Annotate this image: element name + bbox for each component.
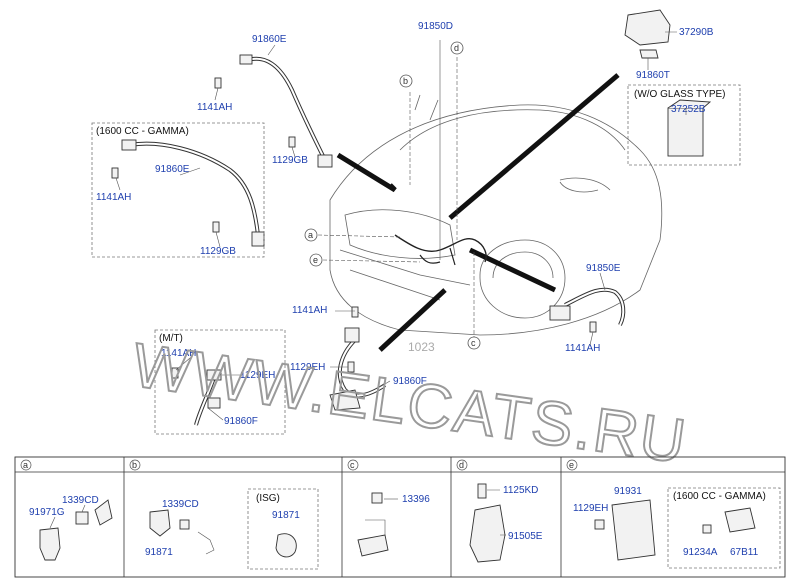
panel-c-part-1: 13396	[402, 494, 430, 505]
label-1129gb-top: 1129GB	[272, 155, 308, 166]
svg-text:a: a	[23, 460, 28, 470]
svg-text:d: d	[454, 43, 459, 53]
cable-91860e-gamma	[111, 139, 265, 247]
detail-panel-c: c 13396	[347, 459, 430, 557]
label-1141ah-right: 1141AH	[565, 343, 600, 354]
svg-text:c: c	[471, 338, 476, 348]
panel-d-part-2: 91505E	[508, 531, 543, 542]
svg-text:e: e	[569, 460, 574, 470]
label-91860e-top: 91860E	[252, 34, 287, 45]
label-1141ah-top: 1141AH	[197, 102, 232, 113]
panel-a-part-1: 1339CD	[62, 495, 99, 506]
panel-b-part-1: 1339CD	[162, 499, 199, 510]
panel-e-sub-part-1: 91234A	[683, 547, 718, 558]
label-37290b: 37290B	[679, 27, 714, 38]
stamp-text: 1023	[408, 340, 435, 354]
detail-panel-a: a 1339CD 91971G	[20, 459, 113, 561]
gamma-box-frame	[91, 122, 265, 258]
detail-table	[14, 456, 786, 578]
panel-b-sub-title: (ISG)	[256, 493, 280, 504]
label-1141ah-box: 1141AH	[96, 192, 131, 203]
panel-a-part-2: 91971G	[29, 507, 65, 518]
wo-glass-box-frame	[627, 84, 741, 166]
panel-e-sub-part-2: 67B11	[730, 547, 759, 558]
label-1129gb-box: 1129GB	[200, 246, 236, 257]
panel-e-part-1: 1129EH	[573, 503, 608, 514]
engine-harness	[317, 40, 487, 340]
label-91860t: 91860T	[636, 70, 670, 81]
cable-91860e-top	[214, 54, 333, 168]
svg-text:b: b	[403, 76, 408, 86]
panel-b-sub-part: 91871	[272, 510, 300, 521]
mt-box-frame	[154, 329, 286, 435]
label-91860f-mt: 91860F	[224, 416, 258, 427]
pointer-arrows	[336, 73, 620, 352]
label-1141ah-mid: 1141AH	[292, 305, 327, 316]
svg-text:d: d	[459, 460, 464, 470]
mt-box-title: (M/T)	[159, 333, 183, 344]
panel-e-part-2: 91931	[614, 486, 642, 497]
panel-d-part-1: 1125KD	[503, 485, 538, 496]
battery-sensor-37290b	[624, 9, 712, 157]
label-1141ah-mt: 1141AH	[161, 348, 196, 359]
detail-panel-d: d 1125KD 91505E	[456, 459, 543, 563]
label-1129eh-mid: 1129EH	[290, 362, 325, 373]
cable-91850e-right	[549, 287, 626, 333]
svg-text:a: a	[308, 230, 313, 240]
label-91860e-box: 91860E	[155, 164, 190, 175]
label-91850d: 91850D	[418, 21, 453, 32]
detail-panel-b: b 1339CD 91871 (ISG) 91871	[129, 459, 319, 570]
cable-91860f-mt	[171, 367, 222, 426]
leader-lines	[115, 31, 687, 421]
svg-text:e: e	[313, 255, 318, 265]
label-1129eh-mt: 1129EH	[240, 370, 275, 381]
svg-text:b: b	[132, 460, 137, 470]
svg-text:c: c	[350, 460, 355, 470]
callout-a: a	[304, 228, 318, 242]
callout-d: d	[450, 41, 464, 55]
detail-panel-e: e 1129EH 91931 (1600 CC - GAMMA) 91234A …	[566, 459, 781, 569]
label-91860f-mid: 91860F	[393, 376, 427, 387]
wo-glass-box-title: (W/O GLASS TYPE)	[634, 89, 726, 100]
panel-b-part-2: 91871	[145, 547, 173, 558]
gamma-box-title: (1600 CC - GAMMA)	[96, 126, 189, 137]
callout-e: e	[309, 253, 323, 267]
car-outline	[329, 94, 663, 336]
callout-c: c	[467, 336, 481, 350]
callout-b: b	[399, 74, 413, 88]
label-37252b: 37252B	[671, 104, 706, 115]
panel-e-sub-title: (1600 CC - GAMMA)	[673, 491, 766, 502]
label-91850e: 91850E	[586, 263, 621, 274]
